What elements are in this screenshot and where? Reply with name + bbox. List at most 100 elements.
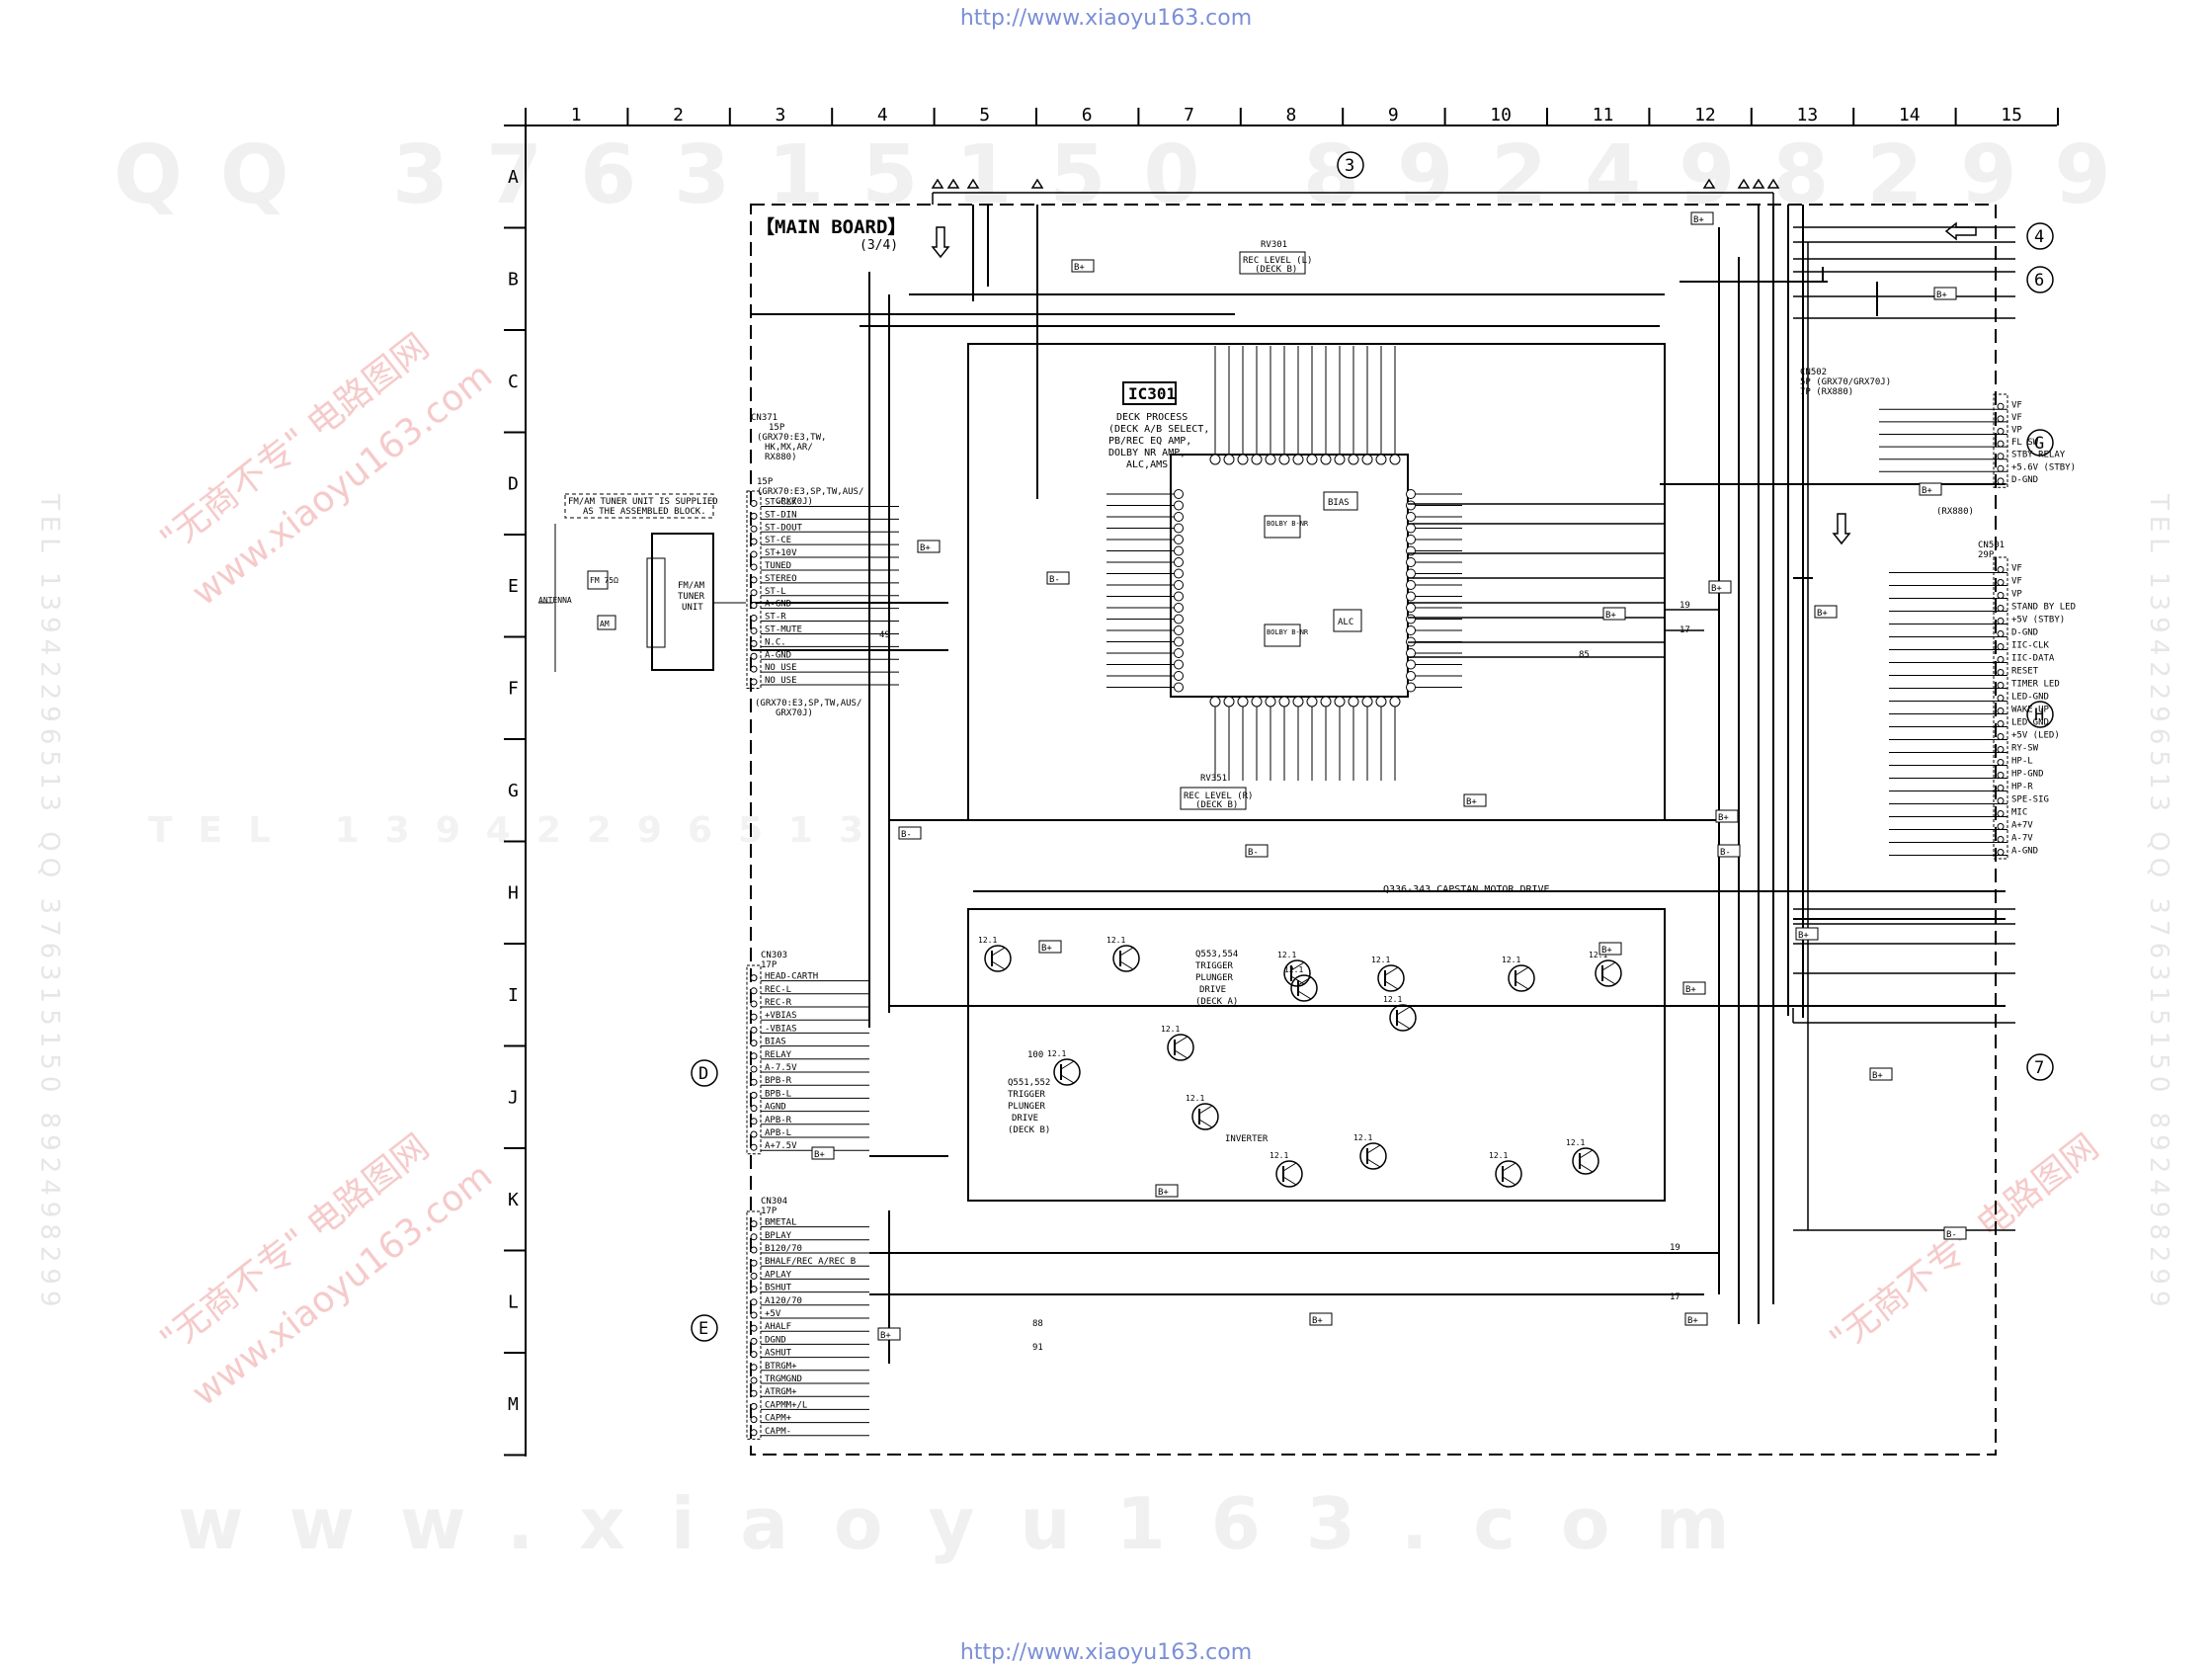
- ic-pin: [1375, 454, 1387, 465]
- connector-pin-label: D-GND: [2011, 475, 2038, 485]
- connector-pin: [1997, 720, 2005, 727]
- connector-pin-label: NO USE: [765, 663, 797, 673]
- svg-text:17: 17: [1670, 1292, 1680, 1302]
- connector-pin: [750, 1376, 758, 1384]
- connector-pin: [1997, 759, 2005, 766]
- ic-pin: [1306, 454, 1318, 465]
- transistor-voltage: 12.1: [1589, 951, 1607, 959]
- connector-header: CN303: [761, 951, 787, 960]
- connector-ref-circle: [2026, 429, 2054, 457]
- connector-shell: [746, 490, 762, 689]
- transistor-emitter: [991, 960, 1006, 970]
- connector-ref-circle: [1337, 151, 1364, 179]
- column-label: 2: [673, 105, 684, 125]
- b-plus-tag-box: [1682, 981, 1706, 995]
- ic-pin: [1406, 682, 1416, 693]
- svg-text:TRIGGER: TRIGGER: [1195, 961, 1234, 971]
- header-url[interactable]: http://www.xiaoyu163.com: [959, 6, 1253, 31]
- row-label: K: [508, 1190, 519, 1210]
- connector-pin: [750, 1246, 758, 1254]
- svg-text:100: 100: [1027, 1050, 1043, 1060]
- connector-pin-label: VP: [2011, 590, 2022, 600]
- transistor-voltage: 12.1: [1161, 1025, 1180, 1034]
- connector-pin: [750, 602, 758, 610]
- transistor-symbol: [1595, 959, 1622, 987]
- cn502-footer: (RX880): [1936, 507, 1974, 517]
- ic-pin: [1223, 454, 1235, 465]
- connector-pin: [750, 1402, 758, 1410]
- b-minus-tag-box: [1245, 844, 1269, 858]
- transistor-voltage: 12.1: [1186, 1094, 1204, 1103]
- b-plus-tag-box: [1708, 580, 1732, 594]
- connector-pin: [1997, 592, 2005, 599]
- connector-pin: [1997, 618, 2005, 624]
- connector-pin-label: +VBIAS: [765, 1011, 797, 1021]
- connector-pin: [750, 639, 758, 647]
- connector-ref-circle: [691, 1314, 718, 1342]
- ic-pin: [1174, 671, 1184, 681]
- ic-pin: [1389, 696, 1401, 708]
- connector-header: RX880): [765, 453, 797, 462]
- tuner-unit-1: FM/AM: [678, 581, 705, 591]
- connector-pin-label: VF: [2011, 400, 2022, 410]
- ic-pin: [1209, 454, 1221, 465]
- connector-pin-label: B120/70: [765, 1244, 802, 1254]
- connector-pin: [750, 589, 758, 597]
- b-minus-tag: B-: [1946, 1230, 1957, 1240]
- transistor-emitter: [1282, 1176, 1297, 1186]
- connector-header: CN304: [761, 1197, 787, 1207]
- connector-pin: [1997, 656, 2005, 663]
- ic-pin: [1406, 603, 1416, 613]
- ic-pin: [1174, 659, 1184, 670]
- connector-ref-label: 4: [2034, 227, 2044, 247]
- connector-pin: [750, 974, 758, 982]
- tuner-note-1: FM/AM TUNER UNIT IS SUPPLIED: [568, 497, 718, 507]
- footer-url[interactable]: http://www.xiaoyu163.com: [959, 1640, 1253, 1665]
- b-minus-tag-box: [1717, 844, 1741, 858]
- connector-pin: [750, 987, 758, 995]
- connector-pin-label: +5V: [765, 1309, 781, 1319]
- svg-text:(DECK B): (DECK B): [1255, 265, 1297, 275]
- transistor-emitter: [1396, 1020, 1411, 1030]
- b-plus-tag: B+: [1158, 1188, 1169, 1198]
- ic-pin: [1406, 489, 1416, 499]
- svg-text:19: 19: [1679, 601, 1690, 611]
- connector-pin: [750, 1416, 758, 1424]
- ic-pin: [1406, 557, 1416, 567]
- transistor-emitter: [1198, 1119, 1213, 1128]
- transistor-voltage: 12.1: [1489, 1151, 1508, 1160]
- connector-pin-label: D-GND: [2011, 628, 2038, 638]
- ic301-label: IC301: [1128, 384, 1176, 403]
- connector-pin-label: APB-R: [765, 1116, 792, 1125]
- connector-pin-label: CAPMM+/L: [765, 1400, 807, 1410]
- connector-pin: [750, 652, 758, 660]
- column-label: 3: [776, 105, 786, 125]
- row-label: J: [508, 1087, 519, 1108]
- ic-pin: [1406, 659, 1416, 670]
- connector-pin-label: A+7V: [2011, 821, 2033, 831]
- cn371-header2: (GRX70:E3,SP,TW,AUS/: [757, 487, 863, 497]
- b-plus-tag: B+: [1312, 1316, 1323, 1326]
- transistor-symbol: [1359, 1142, 1387, 1170]
- connector-pin: [750, 1364, 758, 1372]
- connector-shell: [746, 1210, 762, 1440]
- b-plus-tag: B+: [1872, 1071, 1883, 1081]
- connector-pin-label: APLAY: [765, 1270, 792, 1280]
- connector-pin: [750, 615, 758, 623]
- connector-header: CN371: [751, 413, 778, 423]
- svg-text:TRIGGER: TRIGGER: [1008, 1090, 1046, 1100]
- ic301-top-pins: [1209, 346, 1401, 465]
- row-label: L: [508, 1291, 519, 1312]
- svg-text:DRIVE: DRIVE: [1199, 985, 1226, 995]
- transistor-voltage: 12.1: [1383, 995, 1402, 1004]
- connector-pin-label: +5V (STBY): [2011, 616, 2065, 625]
- transistor-emitter: [1297, 990, 1312, 1000]
- connector-pin-label: HEAD-CARTH: [765, 972, 818, 982]
- column-label: 1: [571, 105, 582, 125]
- connector-pin-label: AGND: [765, 1103, 786, 1113]
- b-plus-tag: B+: [1687, 1316, 1698, 1326]
- connector-pin: [1997, 477, 2005, 485]
- ic301-desc-3: PB/REC EQ AMP,: [1108, 436, 1191, 447]
- connector-pin: [750, 525, 758, 533]
- transistor-voltage: 12.1: [1502, 956, 1520, 964]
